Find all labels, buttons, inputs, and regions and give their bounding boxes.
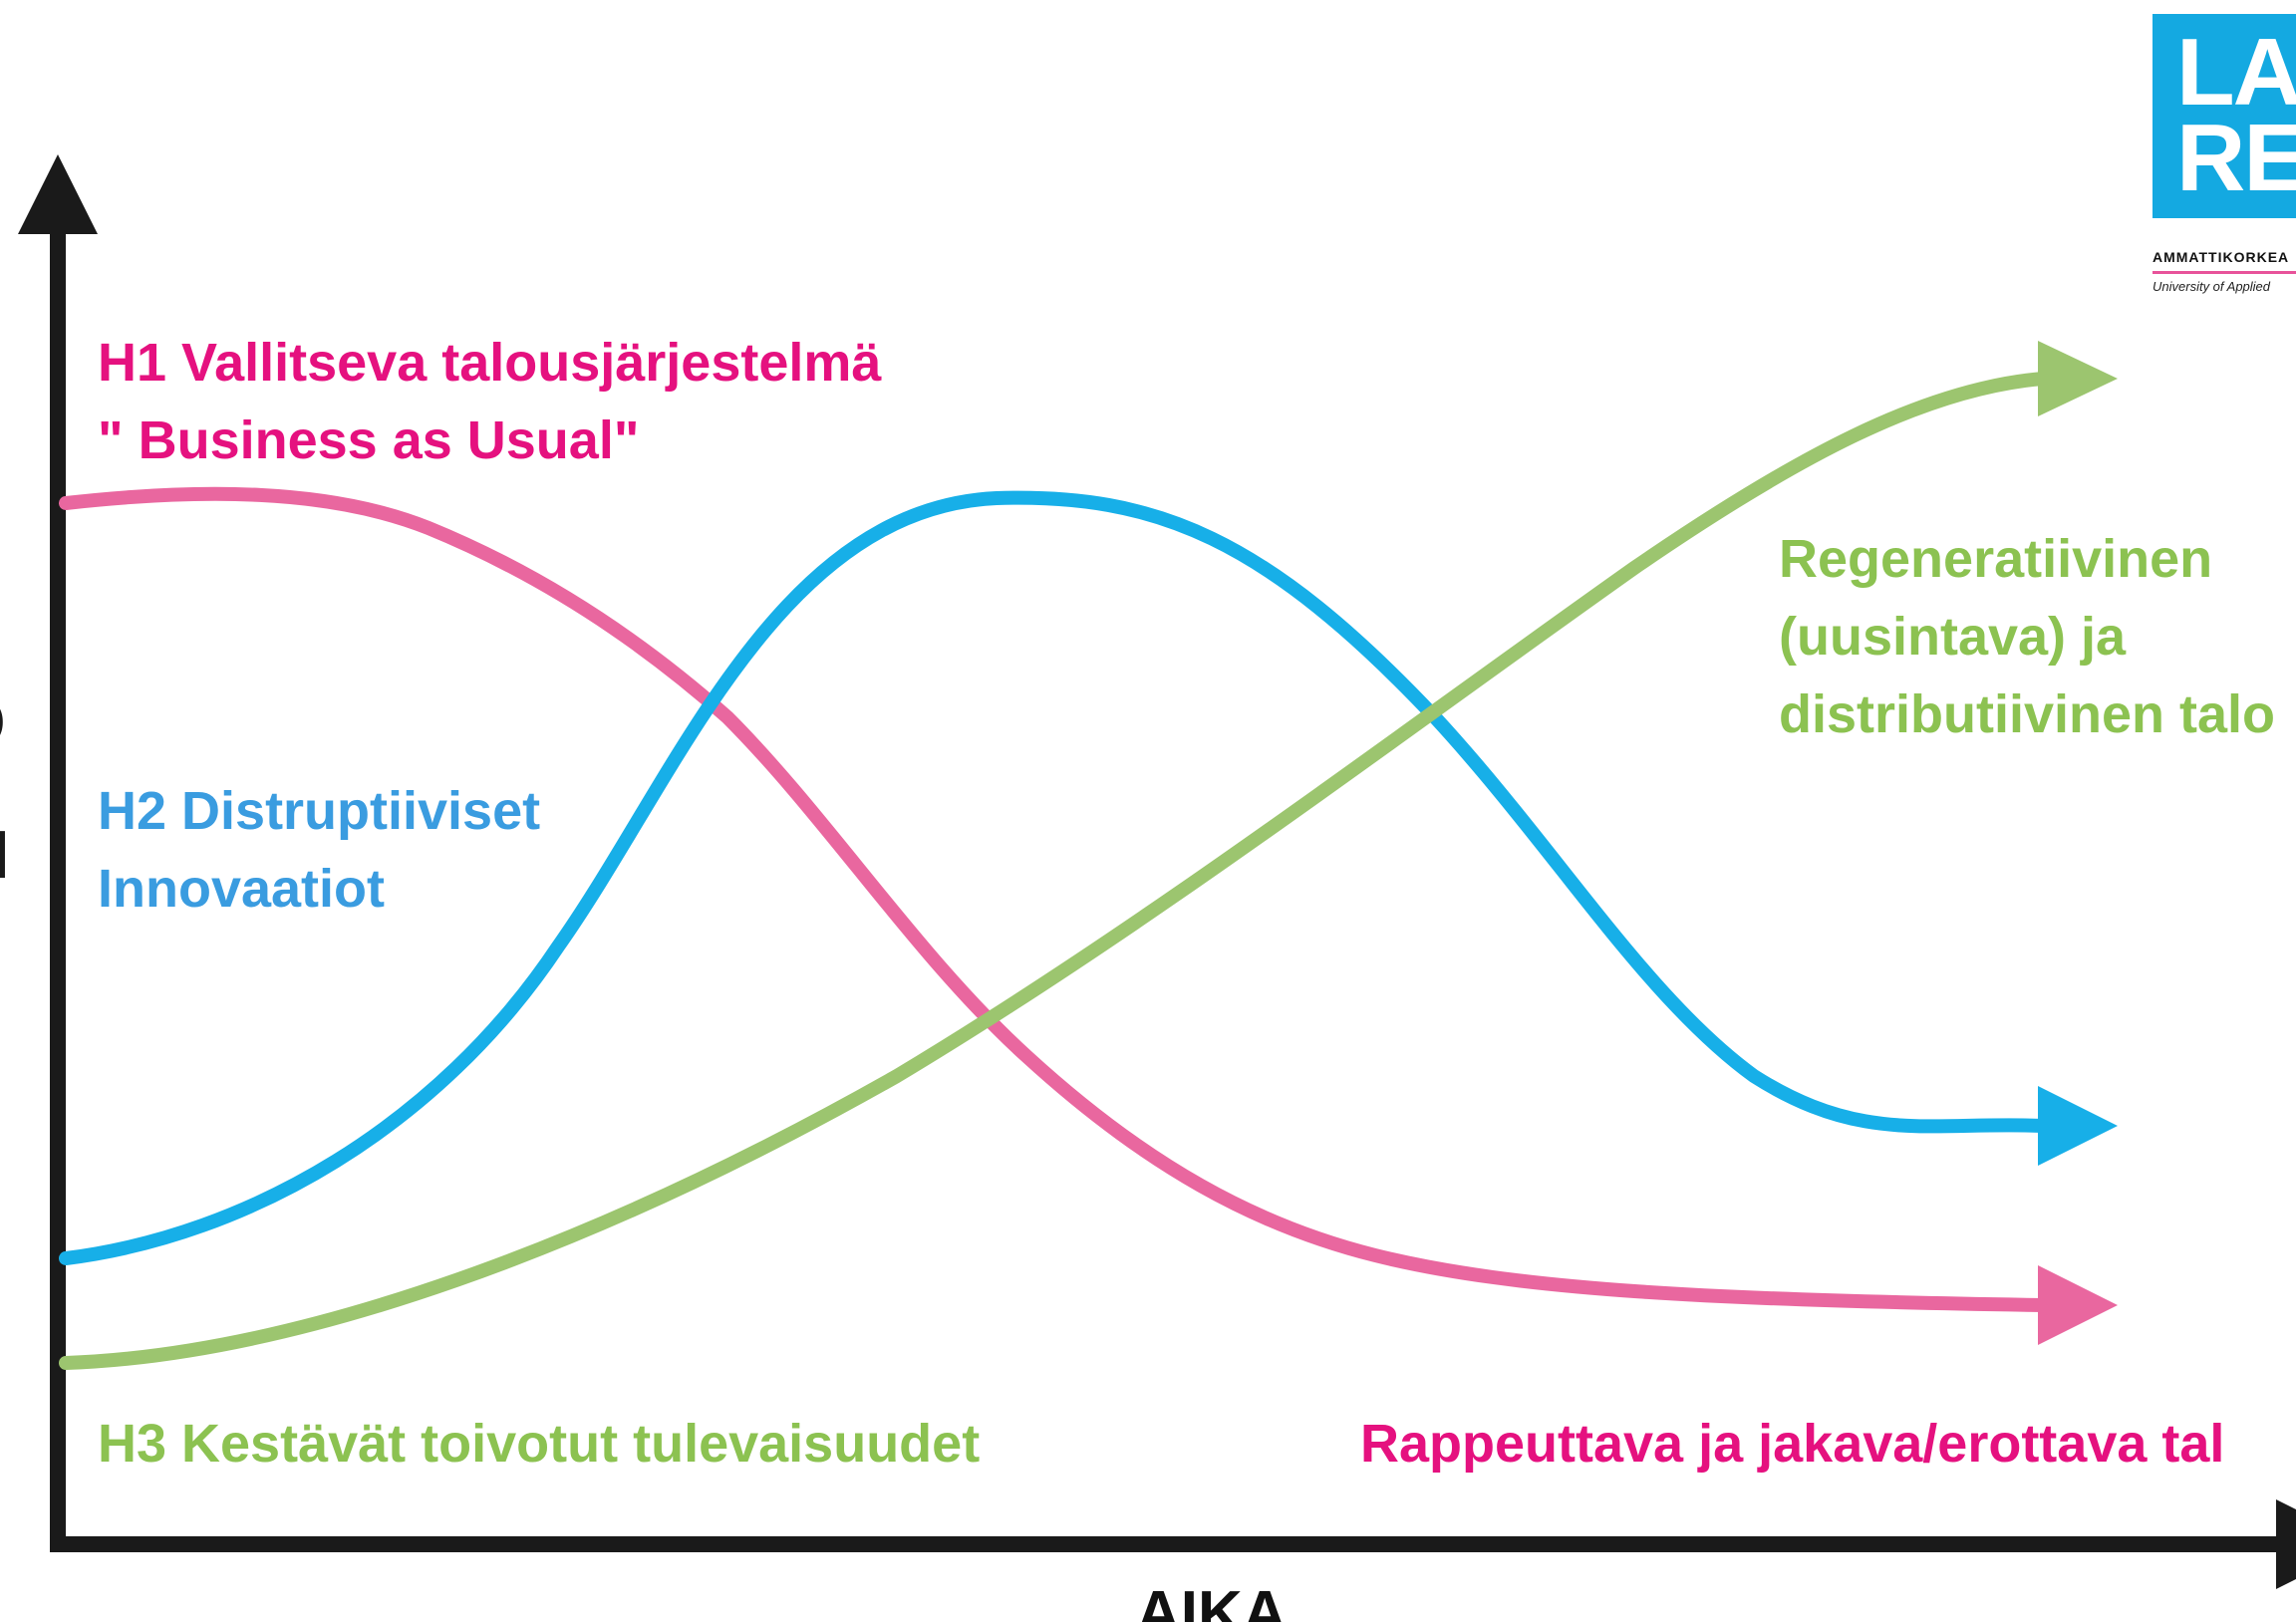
- y-axis-label-fragment: M: [0, 825, 11, 889]
- h1-label-line2: " Business as Usual": [98, 410, 640, 470]
- logo-tagline: University of Applied: [2152, 279, 2271, 294]
- h1-arrowhead: [2038, 1265, 2118, 1345]
- degenerative-label: Rappeuttava ja jakava/erottava tal: [1360, 1405, 2224, 1483]
- regenerative-label-line1: Regeneratiivinen: [1779, 529, 2213, 589]
- logo-subtitle: AMMATTIKORKEA: [2152, 249, 2290, 265]
- axes: [18, 154, 2296, 1589]
- logo-line1: LAU: [2176, 19, 2296, 126]
- h2-arrowhead: [2038, 1086, 2118, 1166]
- h3-label-text: H3 Kestävät toivotut tulevaisuudet: [98, 1414, 981, 1474]
- regenerative-label-line2: (uusintava) ja: [1779, 607, 2127, 667]
- h2-label: H2 Distruptiiviset Innovaatiot: [98, 772, 540, 928]
- logo-line2: REA: [2176, 105, 2296, 211]
- h1-label-line1: H1 Vallitseva talousjärjestelmä: [98, 333, 882, 393]
- h3-arrowhead: [2038, 341, 2118, 416]
- x-axis-arrowhead: [2276, 1499, 2296, 1589]
- laurea-logo: LAU REA: [2152, 14, 2296, 218]
- regenerative-label: Regeneratiivinen (uusintava) ja distribu…: [1779, 520, 2275, 753]
- h2-curve: [59, 490, 2050, 1265]
- h2-label-line2: Innovaatiot: [98, 859, 386, 919]
- y-axis-arrowhead: [18, 154, 98, 234]
- degenerative-label-text: Rappeuttava ja jakava/erottava tal: [1360, 1414, 2225, 1474]
- logo-divider: [2152, 271, 2296, 274]
- h2-label-line1: H2 Distruptiiviset: [98, 781, 541, 841]
- h1-label: H1 Vallitseva talousjärjestelmä " Busine…: [98, 324, 881, 479]
- y-axis-label-fragment: O: [0, 692, 6, 756]
- regenerative-label-line3: distributiivinen talo: [1779, 684, 2276, 744]
- y-axis-label-fragment: N: [0, 958, 4, 1022]
- x-axis-label: AIKA: [1136, 1579, 1288, 1622]
- h3-curve: [59, 372, 2050, 1370]
- h3-label: H3 Kestävät toivotut tulevaisuudet: [98, 1405, 980, 1483]
- h1-curve: [59, 486, 2050, 1312]
